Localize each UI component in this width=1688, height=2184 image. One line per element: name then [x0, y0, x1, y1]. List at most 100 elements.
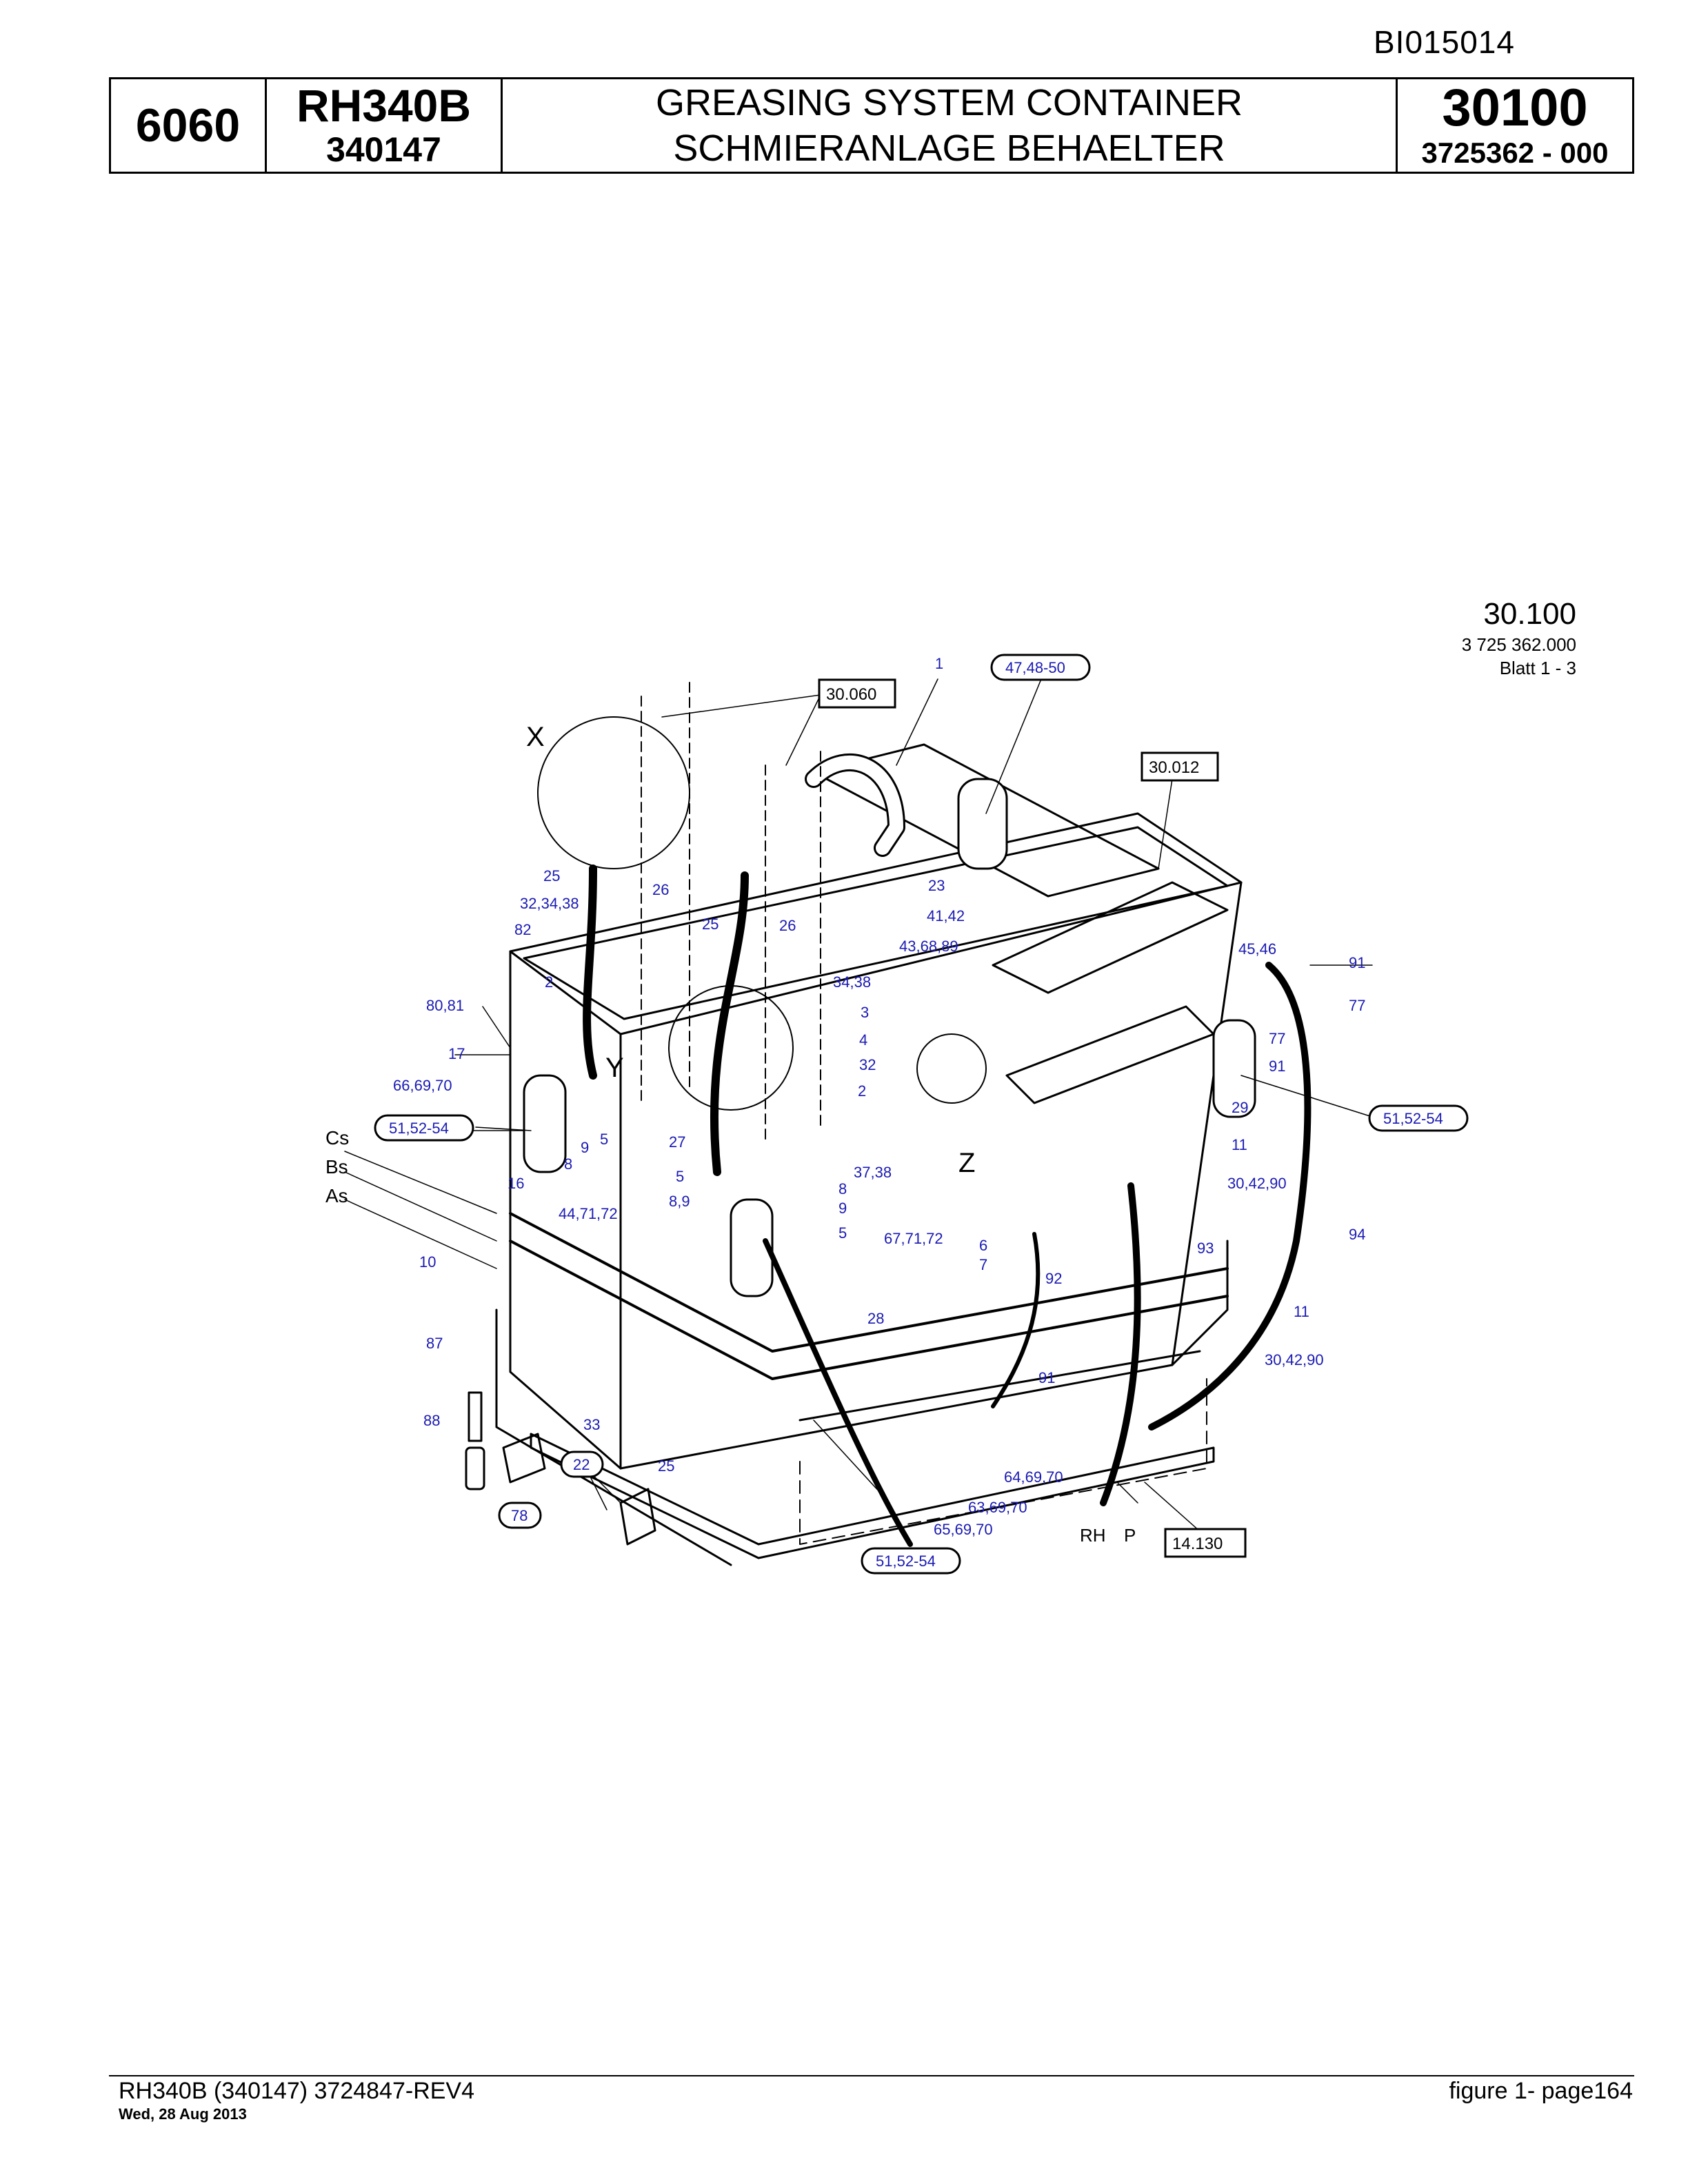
drawing-reference: 30.100 3 725 362.000 Blatt 1 - 3 — [1462, 596, 1576, 680]
callout-8a: 8 — [564, 1155, 572, 1173]
body-front — [619, 881, 1243, 1470]
callout-26b: 26 — [779, 917, 796, 934]
drawing-ref-sheet: Blatt 1 - 3 — [1499, 658, 1576, 678]
callout-8b: 8 — [838, 1180, 847, 1197]
callout-5a: 5 — [600, 1131, 608, 1148]
callout-29: 29 — [1232, 1099, 1248, 1116]
hose-vertical — [1100, 1182, 1141, 1506]
oval-callout-78 — [498, 1502, 542, 1529]
oval-callout-51-left-label: 51,52-54 — [389, 1120, 449, 1137]
callout-11a: 11 — [1232, 1136, 1247, 1153]
footer-date: Wed, 28 Aug 2013 — [119, 2105, 247, 2123]
callout-3: 3 — [861, 1004, 869, 1021]
hose-left — [583, 865, 597, 1080]
box-ref-30060-label: 30.060 — [826, 685, 876, 704]
hose-lower — [763, 1238, 913, 1547]
oval-callout-47-50 — [990, 654, 1091, 681]
footer-divider — [109, 2075, 1634, 2076]
callout-66-69-70: 66,69,70 — [393, 1077, 452, 1094]
hose-right — [1148, 962, 1312, 1430]
base-plate — [530, 1433, 1215, 1559]
callout-25a: 25 — [543, 867, 560, 884]
port-label-as: As — [325, 1185, 348, 1206]
spacer-88 — [465, 1446, 485, 1490]
callout-28: 28 — [867, 1310, 884, 1327]
box-ref-30012 — [1141, 751, 1219, 782]
detail-circle-z — [916, 1033, 987, 1104]
callout-25b: 25 — [702, 916, 719, 933]
valve-manifold — [992, 881, 1229, 994]
callout-77b: 77 — [1269, 1030, 1285, 1047]
callout-9a: 9 — [581, 1139, 589, 1156]
bracket-22 — [619, 1488, 656, 1546]
callout-88: 88 — [423, 1412, 440, 1429]
callout-17: 17 — [448, 1045, 465, 1062]
callout-41-42: 41,42 — [927, 907, 965, 924]
callout-82: 82 — [514, 921, 531, 938]
part-number: 3725362 - 000 — [1421, 136, 1609, 169]
oval-callout-51-left — [374, 1114, 474, 1142]
callout-91c: 91 — [1038, 1369, 1055, 1386]
pipe-run — [509, 1212, 1229, 1380]
title-german: SCHMIERANLAGE BEHAELTER — [673, 128, 1225, 169]
callout-30-42-90a: 30,42,90 — [1227, 1175, 1287, 1192]
port-label-rh: RH — [1080, 1525, 1106, 1546]
callout-5b: 5 — [676, 1168, 684, 1185]
model-cell: RH340B 340147 — [267, 79, 503, 172]
callout-77a: 77 — [1349, 997, 1365, 1014]
body-left — [509, 950, 622, 1470]
cylinder-dashed-left — [641, 682, 690, 1104]
filter-left-front — [523, 1074, 567, 1173]
serial-number: 340147 — [326, 130, 441, 169]
callout-1: 1 — [935, 655, 943, 672]
breather-filter — [957, 778, 1008, 870]
bolt-87 — [468, 1391, 483, 1442]
callout-45-46: 45,46 — [1238, 940, 1276, 958]
callout-27: 27 — [669, 1133, 685, 1151]
callout-92: 92 — [1045, 1270, 1062, 1287]
title-cell: GREASING SYSTEM CONTAINER SCHMIERANLAGE … — [503, 79, 1398, 172]
oval-callout-51-bottom-label: 51,52-54 — [876, 1553, 936, 1570]
callout-67-71-72: 67,71,72 — [884, 1230, 943, 1247]
oval-callout-51-right — [1368, 1104, 1469, 1132]
figure-cell: 30100 3725362 - 000 — [1398, 79, 1632, 172]
callout-32-34-38: 32,34,38 — [520, 895, 579, 912]
callout-94: 94 — [1349, 1226, 1365, 1243]
oval-callout-51-bottom — [861, 1547, 961, 1575]
box-ref-14130 — [1164, 1528, 1247, 1558]
box-ref-30012-label: 30.012 — [1149, 758, 1199, 777]
callout-23: 23 — [928, 877, 945, 894]
callout-25c: 25 — [658, 1457, 674, 1475]
clamp-78 — [502, 1433, 546, 1484]
valve-block-lower — [1005, 1005, 1215, 1104]
figure-number: 30100 — [1442, 79, 1588, 137]
detail-label-x: X — [526, 722, 545, 752]
callout-93: 93 — [1197, 1240, 1214, 1257]
group-number: 6060 — [111, 79, 267, 172]
hose-center — [710, 871, 749, 1176]
callout-2a: 2 — [545, 973, 553, 991]
callout-80-81: 80,81 — [426, 997, 464, 1014]
detail-circle-y — [668, 985, 794, 1111]
callout-32: 32 — [859, 1056, 876, 1073]
callout-10: 10 — [419, 1253, 436, 1271]
oval-callout-22-label: 22 — [573, 1456, 590, 1473]
callout-65-69-70: 65,69,70 — [934, 1521, 993, 1538]
body-right-edge — [1171, 1240, 1229, 1366]
drawing-ref-number: 30.100 — [1483, 597, 1576, 631]
model-name: RH340B — [296, 80, 472, 131]
callout-2b: 2 — [858, 1082, 866, 1100]
title-english: GREASING SYSTEM CONTAINER — [655, 82, 1243, 123]
callout-9b: 9 — [838, 1200, 847, 1217]
callout-44-71-72: 44,71,72 — [559, 1205, 618, 1222]
callout-5c: 5 — [838, 1224, 847, 1242]
box-ref-14130-label: 14.130 — [1172, 1535, 1223, 1553]
callout-37-38: 37,38 — [854, 1164, 892, 1181]
drawing-ref-part: 3 725 362.000 — [1461, 634, 1576, 655]
filter-right — [1212, 1019, 1256, 1118]
callout-8-9: 8,9 — [669, 1193, 690, 1210]
oval-callout-22 — [560, 1450, 604, 1478]
lid-rim — [523, 826, 1229, 1020]
footer-document-ref: RH340B (340147) 3724847-REV4 — [119, 2078, 475, 2104]
callout-6: 6 — [979, 1237, 987, 1254]
